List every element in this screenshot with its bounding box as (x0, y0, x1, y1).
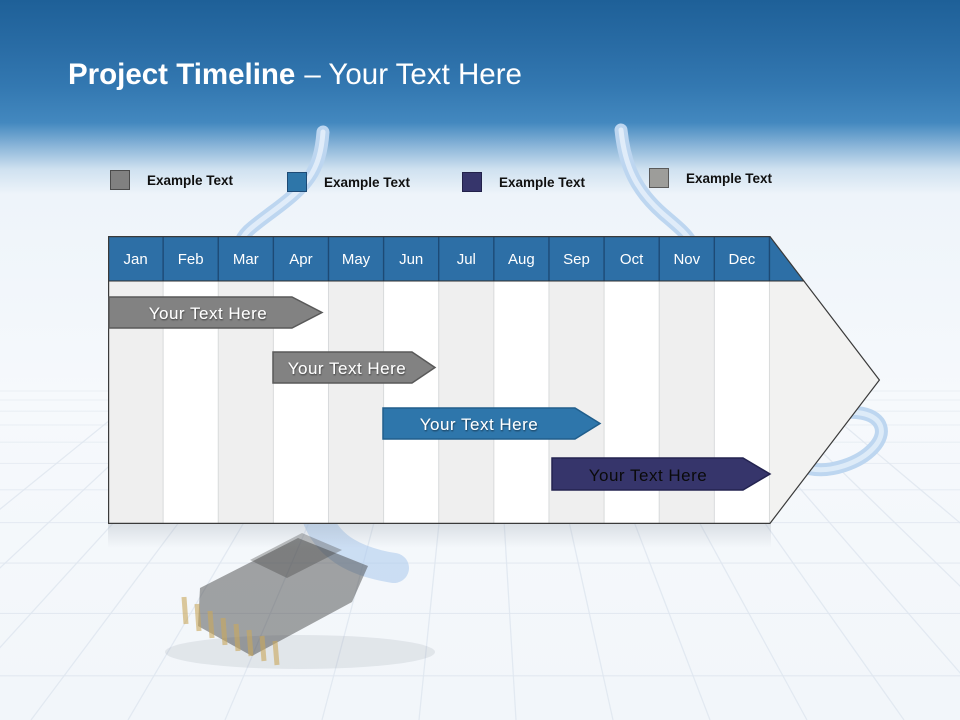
legend-label: Example Text (686, 170, 773, 186)
timeline-chart: Jan Feb Mar Apr May Jun Jul Aug Sep Oct … (108, 236, 881, 524)
month-label: May (342, 251, 371, 268)
bar-label: Your Text Here (149, 304, 268, 323)
ethernet-connector-image (165, 505, 435, 669)
legend-swatch-lightgray (649, 168, 669, 188)
legend-item-4: Example Text (649, 168, 772, 188)
month-label: Jan (124, 251, 148, 268)
timeline-bar (551, 457, 772, 491)
bar-label: Your Text Here (589, 466, 708, 485)
month-label: Dec (729, 251, 756, 268)
month-label: Oct (620, 251, 644, 268)
month-label: Feb (178, 251, 204, 268)
month-label: Apr (289, 251, 312, 268)
timeline-reflection (108, 524, 771, 548)
legend-swatch-gray (110, 170, 130, 190)
legend-item-1: Example Text (110, 170, 233, 190)
timeline-body: Jan Feb Mar Apr May Jun Jul Aug Sep Oct … (108, 236, 880, 524)
legend-swatch-blue (287, 172, 307, 192)
month-header-band (108, 236, 805, 281)
month-label: Sep (563, 251, 590, 268)
title-main: Project Timeline (68, 58, 296, 91)
legend-item-3: Example Text (462, 172, 585, 192)
timeline-bar (272, 351, 437, 384)
legend-label: Example Text (324, 174, 411, 190)
month-label: Mar (233, 251, 259, 268)
month-label: Jul (457, 251, 476, 268)
timeline-bar (108, 296, 324, 329)
header-dividers (162, 236, 771, 281)
bar-label: Your Text Here (420, 415, 539, 434)
timeline-bars: Your Text Here Your Text Here Your Text … (108, 296, 772, 491)
slide-title: Project Timeline– Your Text Here (68, 58, 522, 92)
arrow-outline (108, 236, 881, 524)
legend-swatch-navy (462, 172, 482, 192)
month-label: Jun (399, 251, 423, 268)
month-label: Aug (508, 251, 535, 268)
legend-item-2: Example Text (287, 172, 410, 192)
title-subtitle: – Your Text Here (304, 58, 522, 91)
legend-label: Example Text (499, 174, 586, 190)
bar-label: Your Text Here (288, 359, 407, 378)
month-label: Nov (673, 251, 700, 268)
legend-label: Example Text (147, 172, 234, 188)
timeline-bar (382, 407, 602, 440)
month-header-labels: Jan Feb Mar Apr May Jun Jul Aug Sep Oct … (124, 251, 756, 268)
